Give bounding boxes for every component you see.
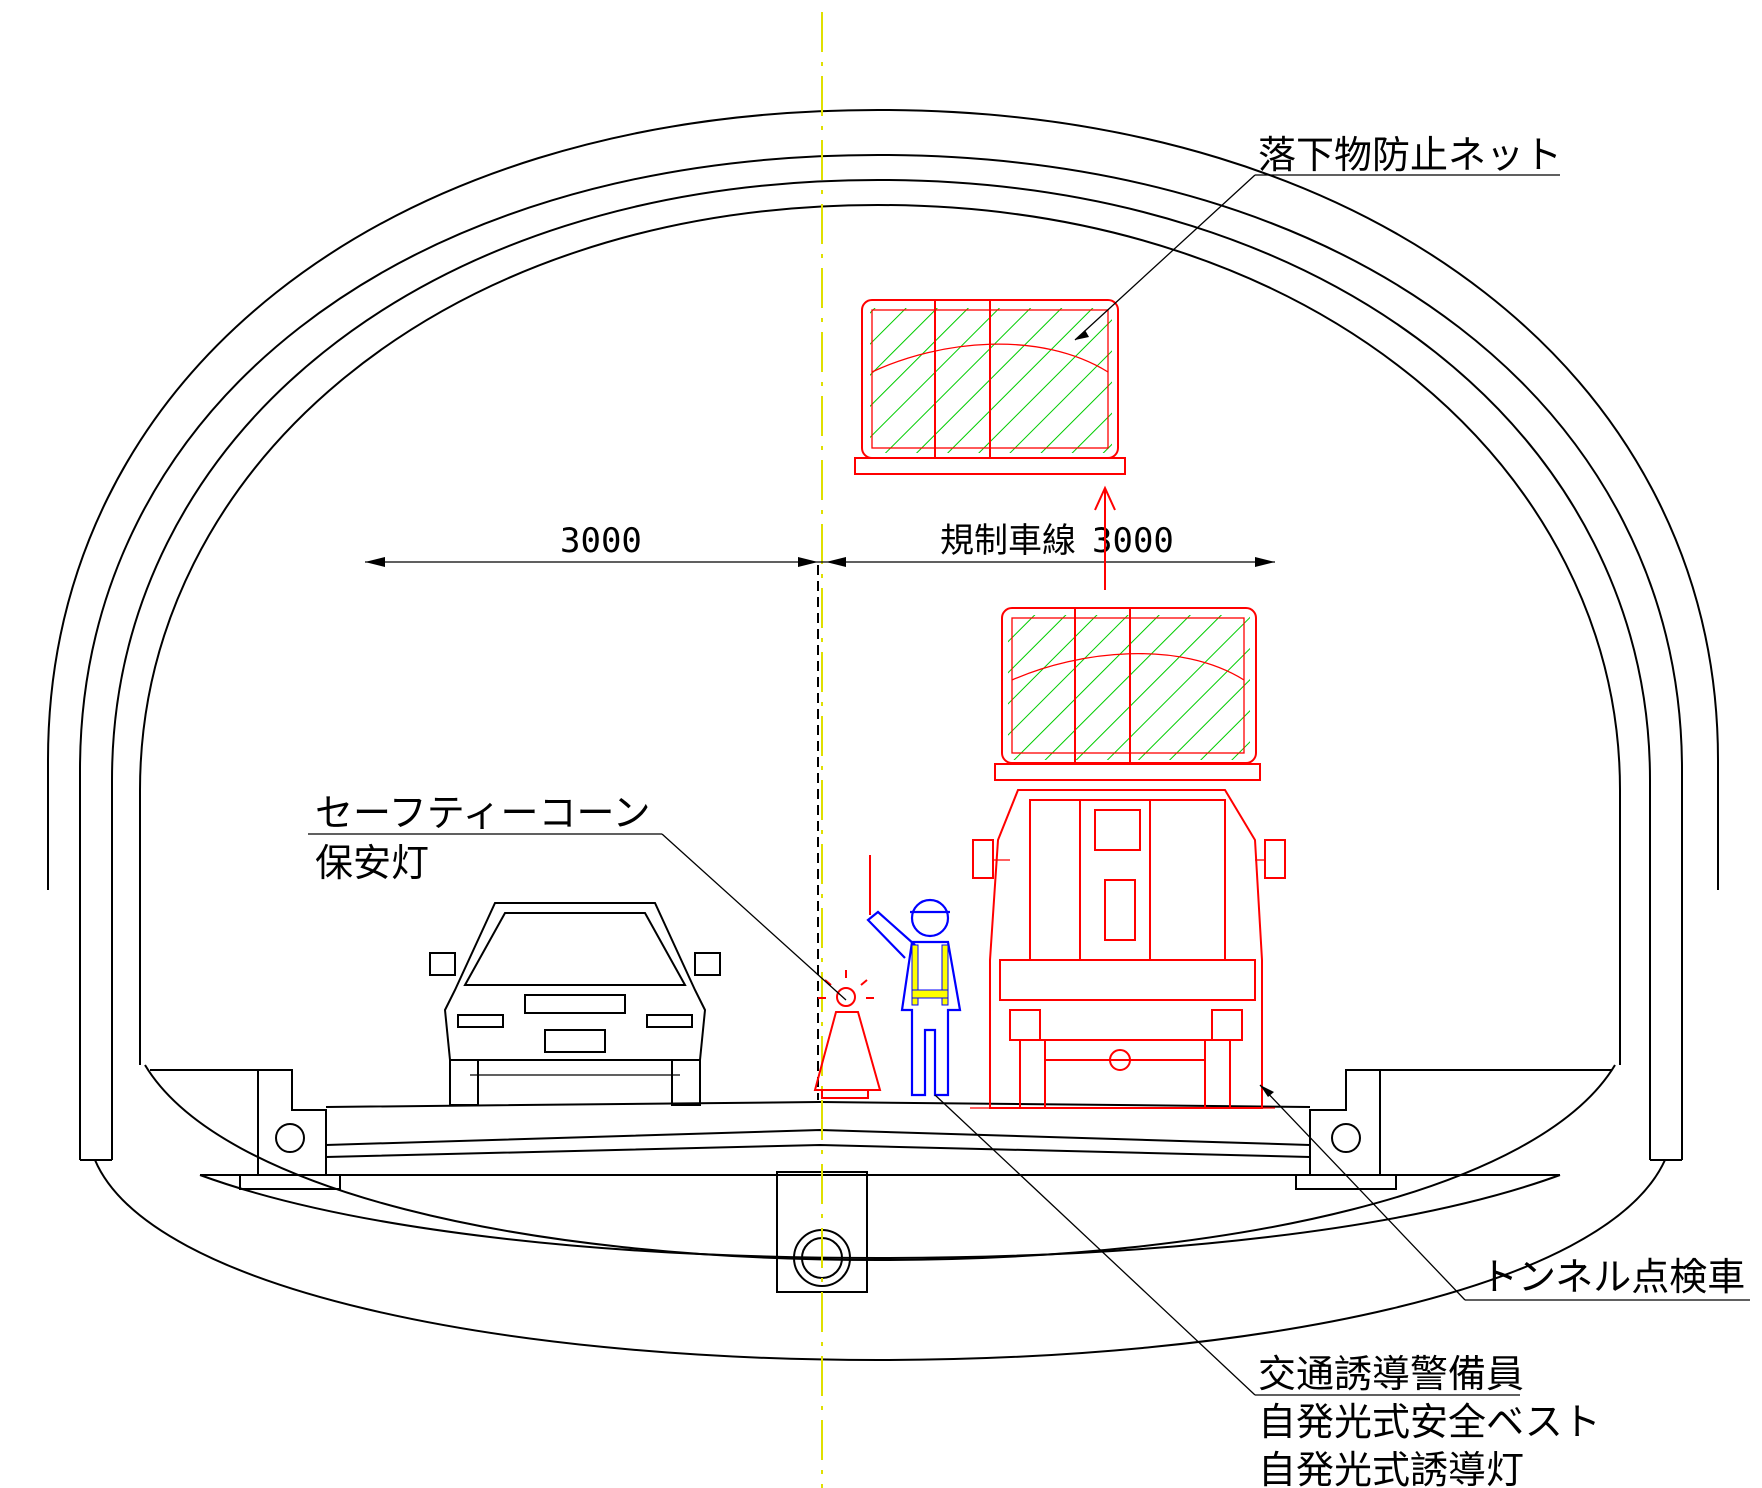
net-label: 落下物防止ネット [1258, 133, 1562, 177]
lower-net-cage [1001, 607, 1257, 764]
traffic-guard [866, 855, 962, 1097]
guide-light-label: 自発光式誘導灯 [1258, 1448, 1524, 1488]
tunnel-invert [94, 1064, 1666, 1362]
upper-net-cage [854, 299, 1126, 475]
traffic-guard-label: 交通誘導警備員 [1258, 1352, 1524, 1396]
safety-light-label: 保安灯 [315, 841, 429, 885]
safety-cone [813, 970, 882, 1099]
inspection-vehicle [970, 763, 1286, 1109]
passenger-car [429, 902, 721, 1106]
raise-arrow [1094, 485, 1116, 590]
left-width-dimension: 3000 [560, 521, 642, 561]
lane-label: 規制車線 [940, 521, 1076, 561]
leader-lines [308, 174, 1750, 1396]
inspection-vehicle-label: トンネル点検車 [1480, 1255, 1745, 1299]
dimension-lines [365, 557, 1275, 567]
tunnel-lining [47, 108, 1719, 1161]
safety-vest-label: 自発光式安全ベスト [1258, 1400, 1601, 1444]
cone-label: セーフティーコーン [315, 791, 651, 835]
